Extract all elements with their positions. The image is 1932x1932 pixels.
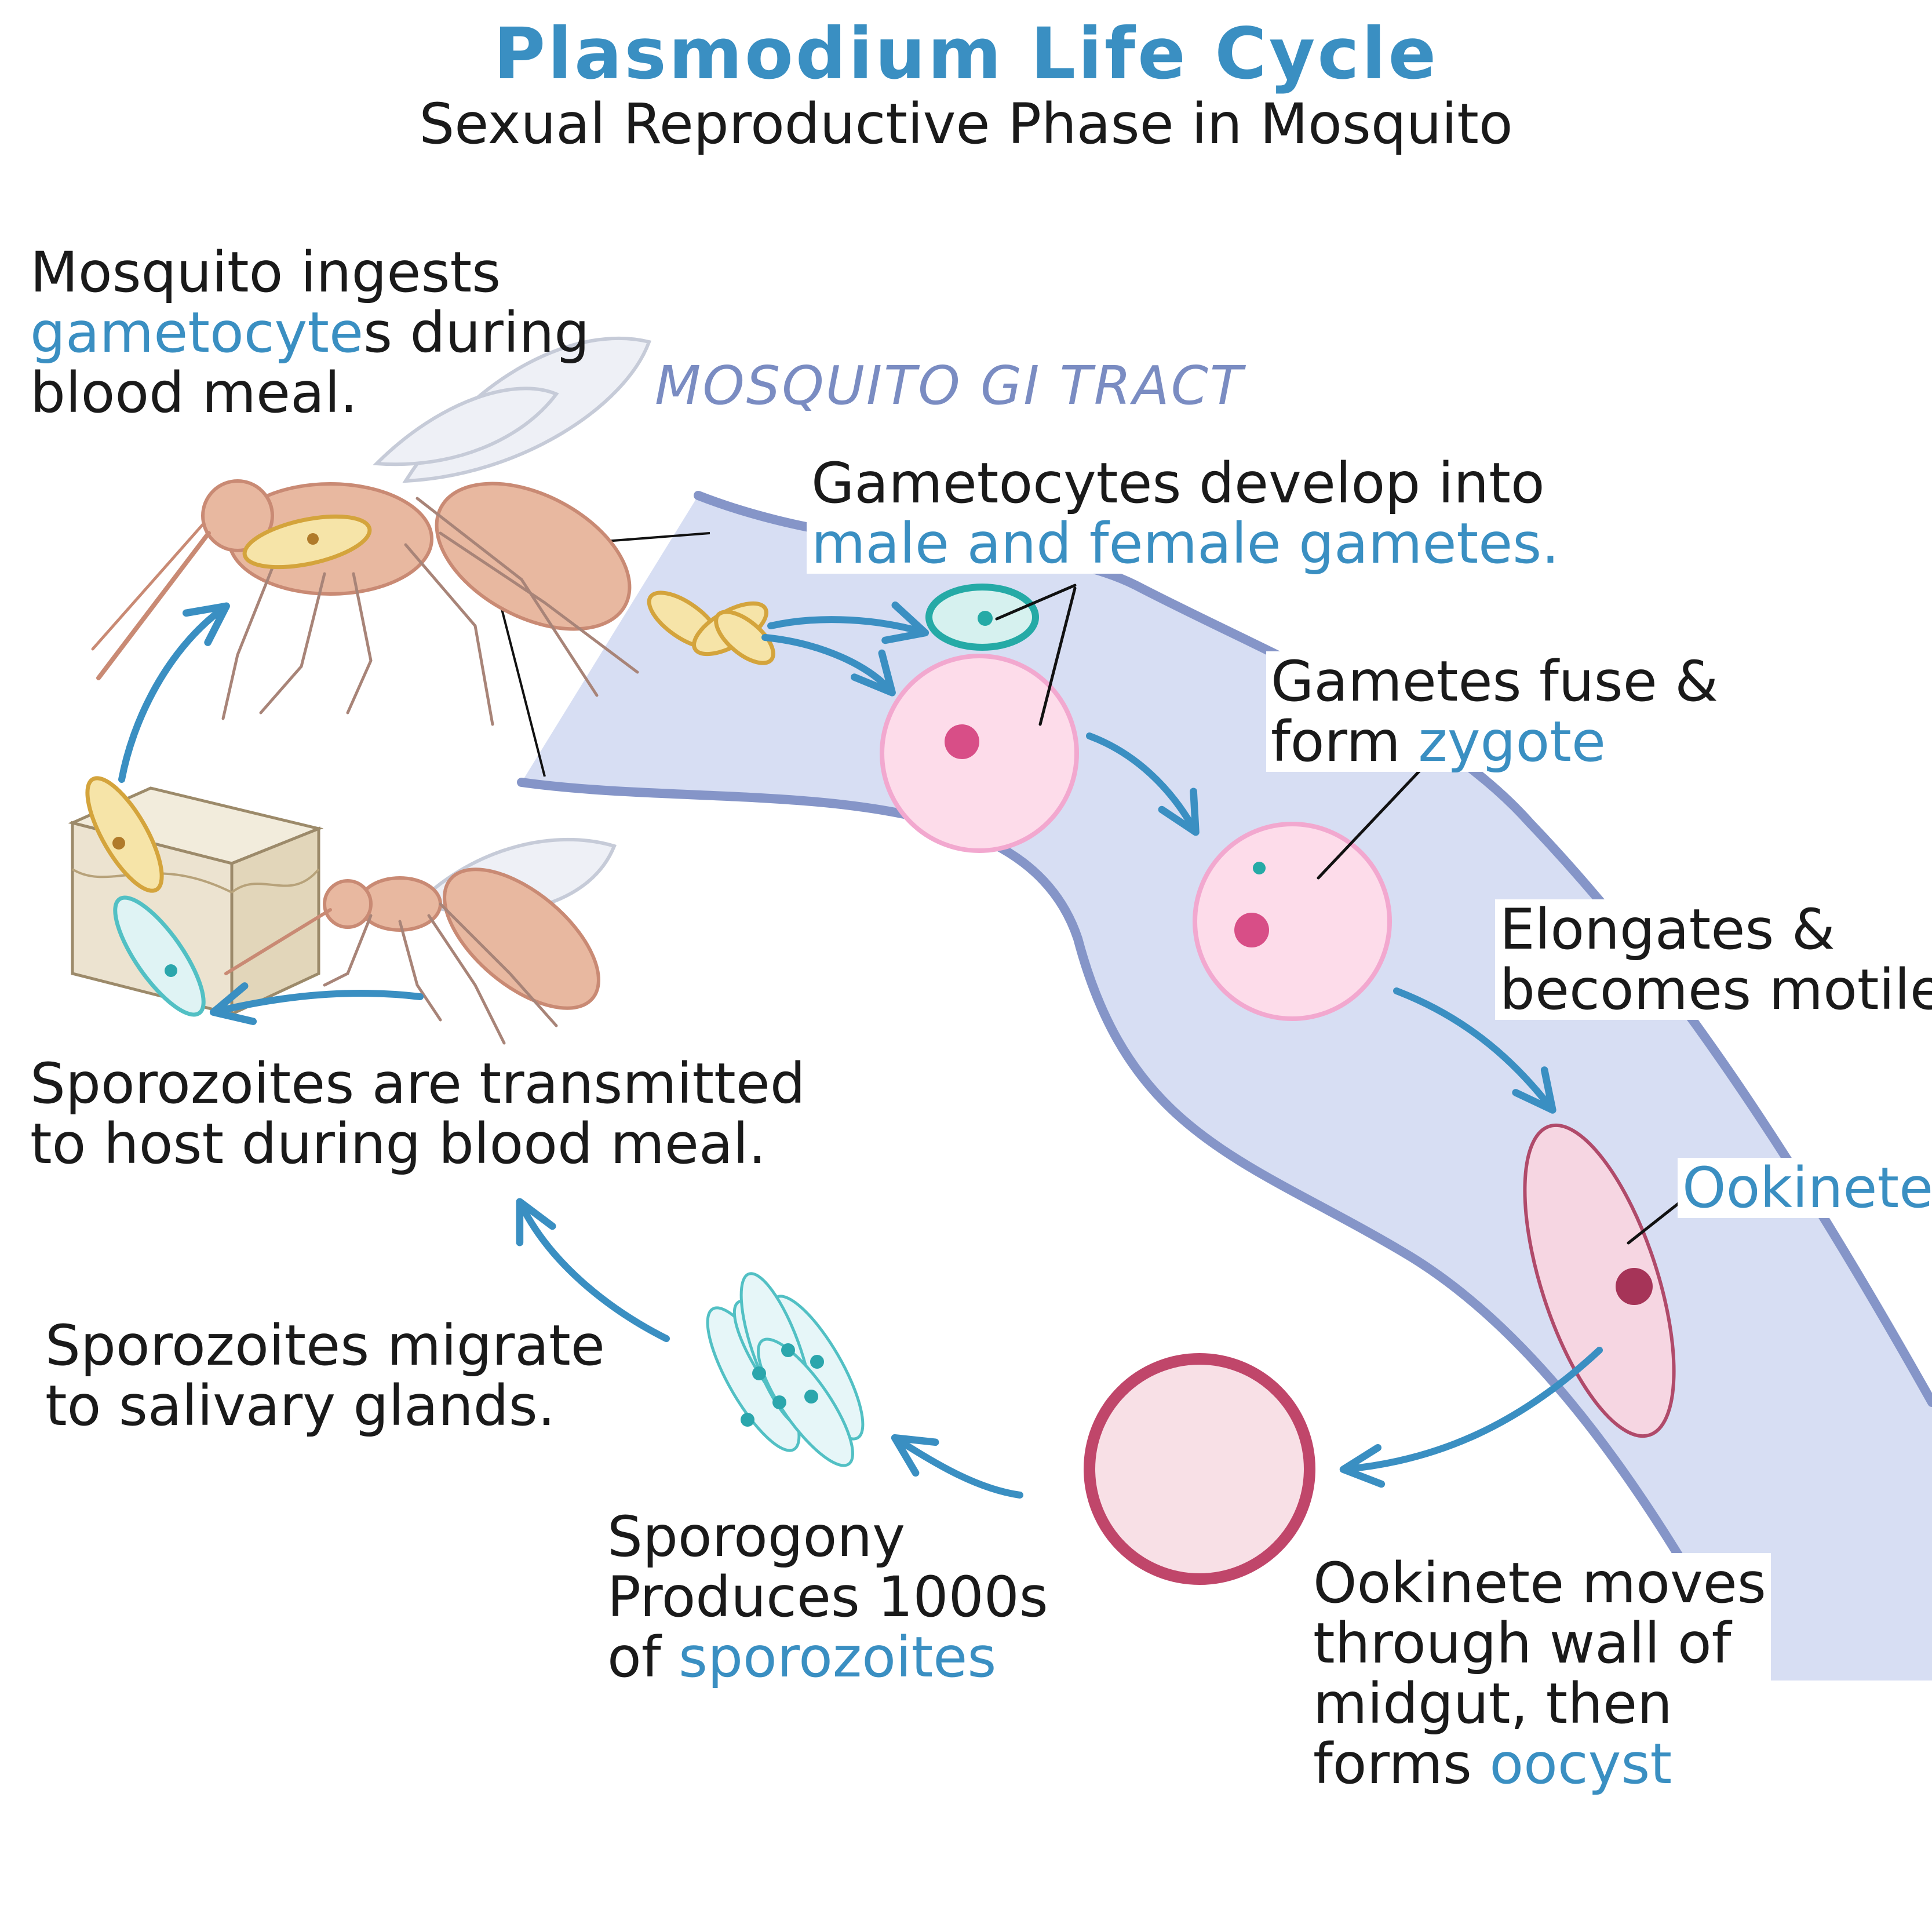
- female-gamete-icon: [880, 654, 1079, 853]
- ingested-gametocyte-icon: [242, 514, 372, 570]
- step-oocyst-label: Ookinete moves through wall of midgut, t…: [1308, 1553, 1771, 1794]
- step-transmit-label: Sporozoites are transmitted to host duri…: [30, 1051, 805, 1176]
- oocyst-icon: [1084, 1353, 1315, 1585]
- step-sporogony-label: Sporogony Produces 1000s of sporozoites: [607, 1504, 1048, 1690]
- sporozoites-icon: [706, 1272, 865, 1467]
- host-skin-icon: [68, 776, 324, 1017]
- step-gametes-label: Gametocytes develop into male and female…: [807, 453, 1564, 574]
- step-migrate-label: Sporozoites migrate to salivary glands.: [45, 1313, 605, 1438]
- ookinete-icon: [1523, 1123, 1676, 1438]
- step-elongate-label: Elongates & becomes motile: [1495, 899, 1932, 1020]
- page-title: Plasmodium Life Cycle: [493, 13, 1439, 95]
- arrow-gametocyte-to-male: [767, 602, 929, 644]
- gametocytes-icon: [647, 590, 775, 665]
- step-ingest-label: Mosquito ingests gametocytes during bloo…: [30, 240, 590, 425]
- mosquito-feeding-icon: [91, 336, 651, 726]
- arrow-ookinete-to-oocyst: [1339, 1347, 1603, 1488]
- cycle-arrows: [118, 602, 1603, 1499]
- step-ookinete-label: Ookinete: [1678, 1158, 1932, 1218]
- arrow-oocyst-to-sporozoites: [891, 1434, 1023, 1499]
- arrow-gametocyte-to-female: [761, 634, 896, 697]
- male-gamete-icon: [925, 584, 1039, 651]
- arrow-zygote-to-ookinete: [1393, 987, 1556, 1114]
- gi-tract-label: MOSQUITO GI TRACT: [655, 355, 1245, 417]
- arrow-mosquito-to-host: [209, 982, 424, 1025]
- leader-lines: [995, 584, 1685, 1245]
- gi-tract-lumen: [522, 495, 1932, 1681]
- gi-tract-lower-wall: [517, 778, 1755, 1685]
- page-subtitle: Sexual Reproductive Phase in Mosquito: [419, 92, 1513, 156]
- arrow-gamete-to-zygote: [1086, 732, 1200, 836]
- mosquito-biting-icon: [224, 837, 617, 1045]
- arrow-host-to-mosquito: [118, 602, 230, 783]
- step-fuse-label: Gametes fuse & form zygote: [1266, 651, 1723, 772]
- zygote-icon: [1193, 822, 1392, 1021]
- arrow-sporozoites-to-salivary: [516, 1198, 670, 1342]
